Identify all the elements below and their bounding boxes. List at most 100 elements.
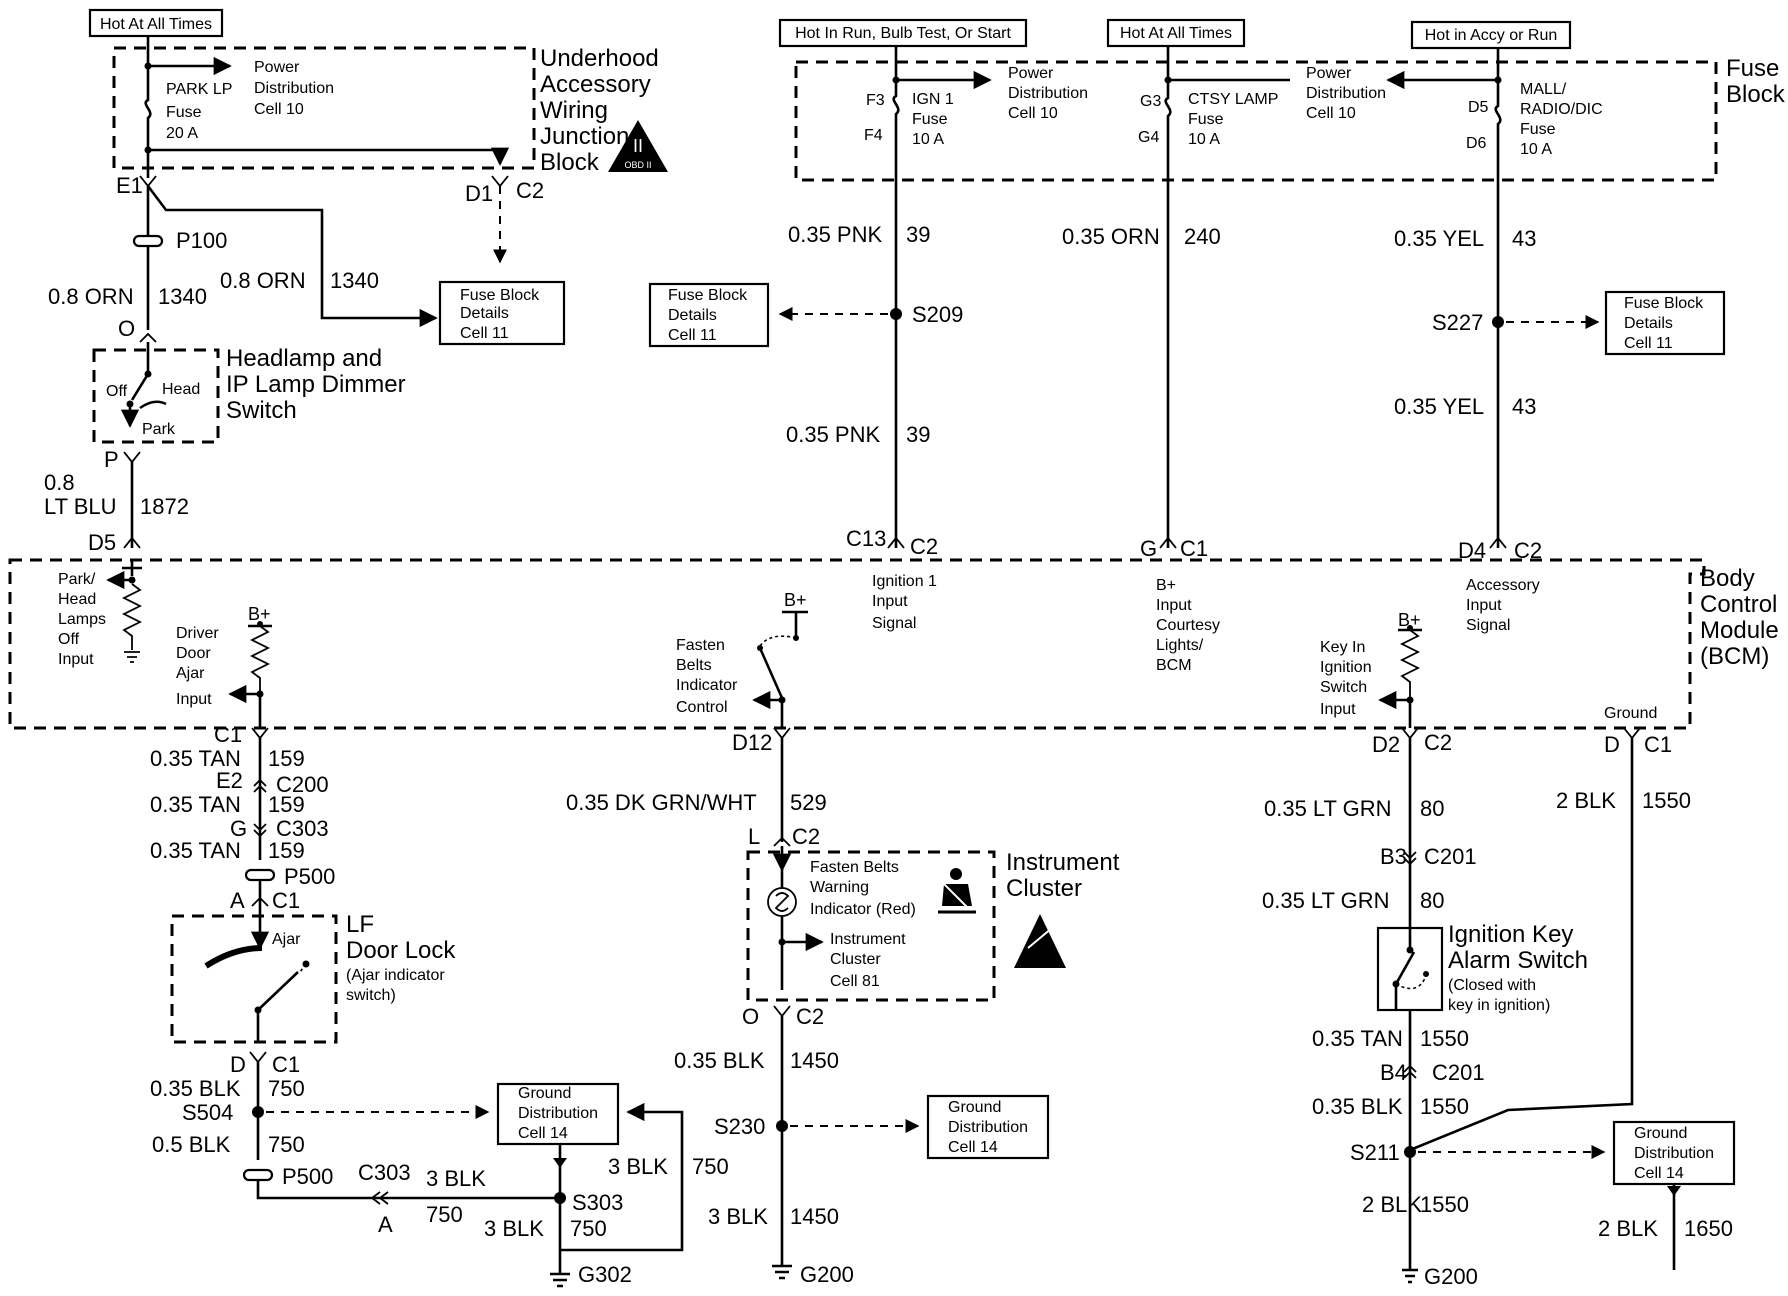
label-connectors-c1c: C1 <box>272 888 300 913</box>
label-bcm-bp3: B+ <box>1398 610 1421 630</box>
switch-wiper-icon <box>139 400 167 410</box>
label-bcm-acc-2: Signal <box>1466 617 1510 634</box>
label-bcm-belt-3: Control <box>676 699 728 716</box>
wire-segment <box>249 625 271 694</box>
label-refs-fbd3-0: Fuse Block <box>1624 295 1704 312</box>
label-fuse_block-f2-text-0: CTSY LAMP <box>1188 91 1278 108</box>
p500-connector-2 <box>242 1168 274 1182</box>
wire-segment <box>1395 975 1427 990</box>
label-bcm-bplus-0: B+ <box>1156 577 1176 594</box>
hot-at-all-times-box-2 <box>1106 18 1246 48</box>
ground-icon <box>550 1272 570 1288</box>
wire-segment <box>773 836 791 847</box>
label-wires-w14: 3 BLK <box>426 1166 486 1191</box>
ground-distribution-ref-2 <box>926 1094 1050 1160</box>
fuse-name: PARK LP <box>166 81 232 98</box>
label-grounds-g302: G302 <box>578 1262 632 1287</box>
underhood-junction-block: Hot At All Times PARK LP Fuse 20 A Power… <box>88 8 668 178</box>
label-grounds-g200a: G200 <box>800 1262 854 1287</box>
fuse-block: Hot In Run, Bulb Test, Or Start Hot At A… <box>778 18 1786 548</box>
label-bcm-door-2: Ajar <box>176 665 205 682</box>
junction-dot <box>1494 76 1502 84</box>
label-alarm-title-1: Alarm Switch <box>1448 947 1588 974</box>
bcm-outline <box>8 558 1706 730</box>
label-bcm-key-0: Key In <box>1320 639 1365 656</box>
label-refs-fbd1-0: Fuse Block <box>460 287 540 304</box>
label-alarm-sub-0: (Closed with <box>1448 977 1536 994</box>
bcm-title: Body <box>1700 565 1755 592</box>
wire-segment <box>1667 1186 1681 1196</box>
label-wires-n16: 750 <box>570 1216 607 1241</box>
label-bcm-belt-0: Fasten <box>676 637 725 654</box>
label-connectors-e2: E2 <box>216 768 243 793</box>
label-wires-w6: 0.35 ORN <box>1062 224 1160 249</box>
alarm-title: Ignition Key <box>1448 921 1573 948</box>
label-wires-w17: 0.35 DK GRN/WHT <box>566 790 757 815</box>
hot-in-run-box <box>778 18 1028 48</box>
door-ajar-circuit: C1 0.35 TAN 159 E2 C200 0.35 TAN 159 G C… <box>150 722 729 1288</box>
label-bcm-acc-0: Accessory <box>1466 577 1540 594</box>
cluster-outline <box>746 850 996 1002</box>
wire-segment <box>774 892 790 912</box>
label-connectors-c1d: C1 <box>272 1052 300 1077</box>
label-connectors-gc: G <box>230 816 247 841</box>
label-fuse_block-f2-bottom: G4 <box>1138 129 1159 146</box>
label-splices-s211: S211 <box>1350 1140 1400 1165</box>
wire-segment <box>253 823 267 838</box>
label-bcm-title-1: Control <box>1700 591 1777 618</box>
p100-connector <box>132 234 164 248</box>
label-refs-gd2-0: Ground <box>948 1099 1001 1116</box>
label-connectors-c1e: C1 <box>1644 732 1672 757</box>
fuse-block-outline <box>794 60 1718 182</box>
wire-segment <box>139 332 157 343</box>
label-fuse_block-f1-text-2: 10 A <box>912 131 944 148</box>
label-alarm-sub-1: key in ignition) <box>1448 997 1550 1014</box>
label-door_lock-sub-1: switch) <box>346 987 396 1004</box>
label-switch-title-2: Switch <box>226 397 297 424</box>
wire-segment <box>123 536 141 549</box>
ground-distribution-ref-3 <box>1612 1120 1736 1186</box>
label-wires-n22: 1550 <box>1420 1026 1469 1051</box>
label-fuse_block-title-1: Block <box>1726 81 1786 108</box>
label-wires-n6: 240 <box>1184 224 1221 249</box>
label-bcm-belt-1: Belts <box>676 657 712 674</box>
wire-segment <box>1489 536 1507 549</box>
label-wires-w8: 0.35 YEL <box>1394 394 1484 419</box>
p500-connector-1 <box>244 868 276 882</box>
label-bcm-belt-2: Indicator <box>676 677 738 694</box>
label-splices-s209: S209 <box>912 302 963 327</box>
label-splices-s227: S227 <box>1432 310 1483 335</box>
hot-label-1: Hot At All Times <box>100 16 212 33</box>
label-wires-w3b: LT BLU <box>44 494 117 519</box>
label-refs-gd2-1: Distribution <box>948 1119 1028 1136</box>
wire-segment <box>939 879 973 913</box>
label-bcm-door-1: Door <box>176 645 211 662</box>
label-wires-w15: 3 BLK <box>608 1154 668 1179</box>
label-wires-w2: 0.8 ORN <box>220 268 306 293</box>
label-wires-n23: 1550 <box>1420 1094 1469 1119</box>
wire-segment <box>146 185 438 328</box>
label-wires-w9: 0.35 TAN <box>150 746 241 771</box>
label-wires-n8: 43 <box>1512 394 1536 419</box>
label-underhood-fuse-2: 20 A <box>166 125 198 142</box>
label-bcm-door-3: Input <box>176 691 212 708</box>
junction-dot <box>1423 971 1429 977</box>
obd-ii-icon <box>608 120 668 172</box>
label-wires-w12: 0.35 BLK <box>150 1076 241 1101</box>
label-underhood-power-1: Distribution <box>254 80 334 97</box>
label-wires-n11: 159 <box>268 838 305 863</box>
label-wires-n12: 750 <box>268 1076 305 1101</box>
ground-icon <box>772 1264 792 1280</box>
label-wires-n14: 750 <box>426 1202 463 1227</box>
label-connectors-c303: C303 <box>276 816 329 841</box>
label-bcm-title-3: (BCM) <box>1700 643 1769 670</box>
label-wires-w21: 0.35 LT GRN <box>1262 888 1390 913</box>
s209-splice <box>890 308 902 320</box>
wire-segment <box>299 963 307 973</box>
label-connectors-o: O <box>118 316 135 341</box>
label-wires-n18: 1450 <box>790 1048 839 1073</box>
seatbelt-icon <box>938 868 976 914</box>
label-underhood-power-2: Cell 10 <box>254 101 304 118</box>
label-wires-n15: 750 <box>692 1154 729 1179</box>
label-connectors-c2b: C2 <box>910 534 938 559</box>
